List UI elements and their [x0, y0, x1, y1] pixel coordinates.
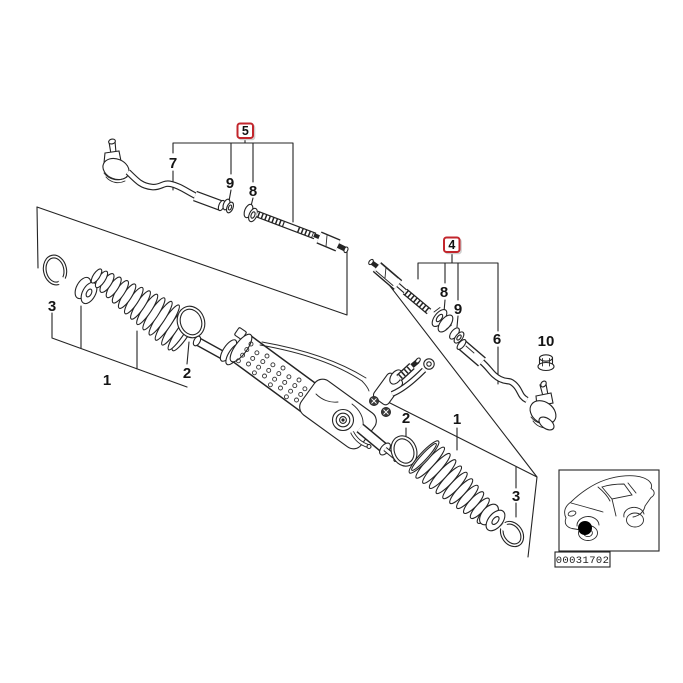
callout-box-4[interactable]: 4 — [443, 236, 462, 255]
part-label-9-left-lock-plate: 9 — [226, 175, 234, 192]
part-label-8-right-nut: 8 — [440, 284, 448, 301]
location-dot — [578, 521, 592, 535]
callout-box-5-number: 5 — [242, 124, 249, 138]
image-code: 00031702 — [556, 555, 610, 567]
left-nut — [243, 203, 258, 223]
right-lock-plate — [449, 327, 465, 344]
right-nut — [431, 307, 454, 333]
part-label-2-right-seal-ring: 2 — [402, 410, 410, 427]
part-label-8-left-nut: 8 — [249, 183, 257, 200]
bracket-left-boot-group — [51, 305, 190, 388]
part-label-3-left-snap-ring: 3 — [48, 298, 56, 315]
right-outer-tie-rod — [456, 339, 557, 431]
callout-box-4-number: 4 — [448, 238, 455, 252]
right-bellows-boot — [408, 440, 496, 524]
right-inner-tie-rod — [368, 258, 432, 315]
callout-box-5[interactable]: 5 — [236, 122, 256, 141]
part-label-9-right-lock-plate: 9 — [454, 301, 462, 318]
part-label-1-left-bellows: 1 — [103, 372, 111, 389]
heat-shield-holes — [235, 341, 315, 403]
right-damper-washer — [479, 503, 506, 532]
part-label-2-left-seal-ring: 2 — [183, 365, 191, 382]
vehicle-location-thumbnail: 00031702 — [554, 469, 660, 568]
left-inner-tie-rod — [255, 210, 349, 254]
right-seal-ring — [390, 435, 418, 467]
steering-gear — [192, 327, 435, 462]
part-label-6-right-tie-rod: 6 — [493, 331, 501, 348]
group-separator-lines — [36, 206, 538, 558]
part-labels: 7 9 8 3 1 2 8 9 6 10 2 1 3 — [48, 155, 555, 505]
left-lock-plate — [222, 198, 235, 214]
right-snap-ring — [499, 520, 525, 548]
part-label-1-right-bellows: 1 — [453, 411, 461, 428]
left-damper-washer — [74, 276, 98, 305]
bracket-right-boot-group — [405, 427, 517, 518]
left-snap-ring — [42, 254, 69, 288]
left-outer-tie-rod — [102, 138, 226, 212]
left-seal-ring — [176, 305, 206, 339]
part-label-10-stud-nut: 10 — [538, 333, 555, 350]
part-label-7-left-tie-rod: 7 — [169, 155, 177, 172]
part-label-3-right-snap-ring: 3 — [512, 488, 520, 505]
stud-nut-10 — [537, 354, 555, 372]
